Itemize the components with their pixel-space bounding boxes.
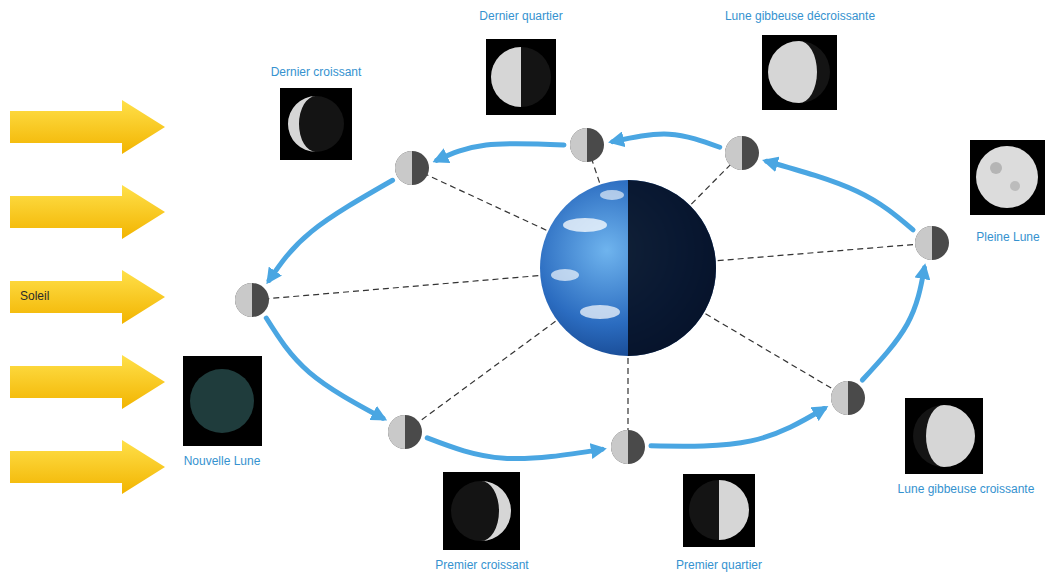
sun-arrow bbox=[10, 100, 165, 154]
sun-arrow bbox=[10, 355, 165, 409]
orbit-arrow bbox=[613, 134, 720, 147]
moon-lit-part bbox=[719, 480, 749, 540]
orbit-arrow bbox=[862, 268, 924, 380]
moon-photo bbox=[280, 88, 352, 160]
moon-photo bbox=[443, 472, 520, 550]
moon-dark-disk bbox=[913, 405, 975, 467]
moon-dark-disk bbox=[288, 96, 344, 152]
orbit-moon bbox=[830, 380, 866, 416]
earth-night-side bbox=[628, 180, 716, 356]
moon-dark-disk bbox=[491, 47, 551, 107]
earth-cloud bbox=[551, 269, 579, 281]
orbit-arrow bbox=[269, 180, 393, 280]
moon-night-side bbox=[395, 151, 429, 185]
moon-lit-part bbox=[926, 405, 975, 467]
moon-dark-disk bbox=[768, 41, 830, 103]
moon-crater bbox=[990, 162, 1002, 174]
moon-dark-disk bbox=[451, 481, 511, 541]
phase-label: Lune gibbeuse décroissante bbox=[725, 10, 875, 23]
moon-position: Dernier croissant bbox=[394, 150, 430, 186]
moon-day-side bbox=[915, 226, 932, 260]
earth-cloud bbox=[580, 305, 620, 319]
orbit-moon bbox=[234, 282, 270, 318]
moon-dark-disk bbox=[190, 369, 254, 433]
moon-night-side bbox=[235, 283, 269, 317]
moon-night-side bbox=[570, 128, 604, 162]
moon-day-side bbox=[725, 136, 742, 170]
orbit-arrow bbox=[651, 409, 824, 447]
moon-lit-part bbox=[976, 146, 1038, 208]
earth-cloud bbox=[600, 190, 624, 200]
orbit-arrow bbox=[427, 438, 602, 459]
moon-position: Dernier quartier bbox=[569, 127, 605, 163]
moon-night-side bbox=[915, 226, 949, 260]
moon-photos bbox=[183, 35, 1045, 550]
orbit-arrow bbox=[437, 143, 564, 160]
moon-photo bbox=[905, 398, 983, 474]
orbit-moon bbox=[914, 225, 950, 261]
moon-position: Nouvelle Lune bbox=[234, 282, 270, 318]
orbit-moon bbox=[724, 135, 760, 171]
moon-day-side bbox=[570, 128, 587, 162]
sun-arrow bbox=[10, 270, 165, 324]
moon-position: Premier croissant bbox=[387, 414, 423, 450]
moon-night-side bbox=[388, 415, 422, 449]
orbit-moon bbox=[610, 429, 646, 465]
moon-night-side bbox=[611, 430, 645, 464]
moon-photo bbox=[970, 140, 1045, 215]
sun-arrow bbox=[10, 185, 165, 239]
moon-day-side bbox=[611, 430, 628, 464]
phase-label: Pleine Lune bbox=[976, 231, 1039, 244]
moon-day-side bbox=[388, 415, 405, 449]
earth-disk bbox=[540, 180, 716, 356]
moon-position: Lune gibbeuse croissante bbox=[830, 380, 866, 416]
orbit-moon bbox=[569, 127, 605, 163]
sun-label: Soleil bbox=[20, 290, 49, 303]
moon-photo bbox=[486, 39, 556, 115]
moon-lit-part bbox=[481, 481, 511, 541]
moon-day-side bbox=[235, 283, 252, 317]
moon-day-side bbox=[831, 381, 848, 415]
sun-rays bbox=[10, 100, 165, 494]
orbit-arrow bbox=[767, 161, 913, 230]
orbit-moon bbox=[394, 150, 430, 186]
earth-cloud bbox=[563, 218, 607, 232]
moon-night-side bbox=[831, 381, 865, 415]
phase-label: Premier quartier bbox=[676, 559, 762, 572]
orbit-arrow bbox=[266, 318, 383, 418]
moon-position: Premier quartier bbox=[610, 429, 646, 465]
moon-position: Lune gibbeuse décroissante bbox=[724, 135, 760, 171]
sight-lines bbox=[252, 145, 932, 447]
moon-photo bbox=[183, 356, 262, 446]
moon-day-side bbox=[395, 151, 412, 185]
moon-dark-disk bbox=[689, 480, 749, 540]
moon-photo bbox=[762, 35, 837, 110]
moon-lit-part bbox=[768, 41, 817, 103]
phase-label: Dernier croissant bbox=[271, 66, 362, 79]
moon-lit-part bbox=[491, 47, 521, 107]
phase-label: Lune gibbeuse croissante bbox=[898, 483, 1035, 496]
moon-lit-part bbox=[288, 96, 316, 152]
phase-label: Premier croissant bbox=[435, 559, 528, 572]
moon-night-side bbox=[725, 136, 759, 170]
phase-label: Dernier quartier bbox=[479, 10, 562, 23]
earth bbox=[540, 180, 716, 356]
orbit-moon bbox=[387, 414, 423, 450]
moon-crater bbox=[1010, 181, 1020, 191]
moon-photo bbox=[683, 474, 755, 547]
phase-label: Nouvelle Lune bbox=[184, 455, 261, 468]
moon-position: Pleine Lune bbox=[914, 225, 950, 261]
sun-arrow bbox=[10, 440, 165, 494]
